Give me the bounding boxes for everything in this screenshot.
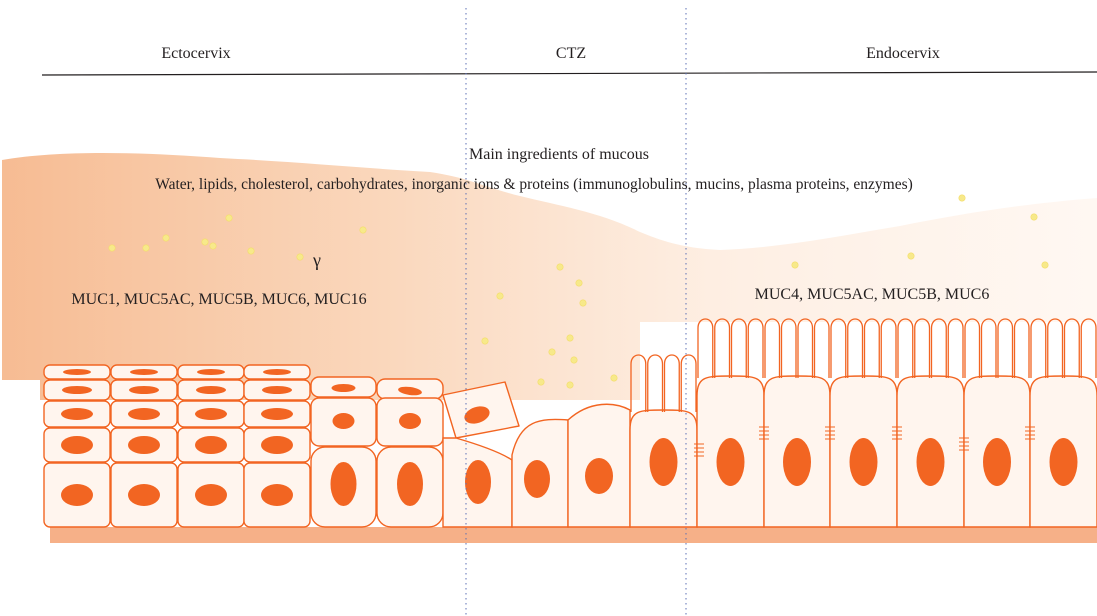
nucleus [128,408,160,420]
nucleus [197,369,225,375]
nucleus [62,386,92,394]
cilium [865,319,880,378]
nucleus [130,369,158,375]
nucleus [399,413,421,429]
cilium [1031,319,1046,378]
cilium [1081,319,1096,378]
nucleus [717,438,745,486]
cilium [715,319,730,378]
mucus-particle [611,375,617,381]
cilium [932,319,947,378]
cilium [1015,319,1030,378]
mucus-particle [482,338,488,344]
mucus-particle [1042,262,1048,268]
mucus-particle [297,254,303,260]
mucus-ingredients: Water, lipids, cholesterol, carbohydrate… [155,175,913,195]
ectocervix-label: Ectocervix [161,44,230,64]
cilium [915,319,930,378]
mucus-particle [109,245,115,251]
basement-membrane [50,527,1097,543]
nucleus [332,384,356,392]
nucleus [263,369,291,375]
cilium [681,355,696,412]
nucleus [128,436,160,454]
mucus-particle [538,379,544,385]
nucleus [61,436,93,454]
nucleus [917,438,945,486]
nucleus [585,458,613,494]
nucleus [397,462,423,506]
nucleus [195,484,227,506]
mucus-title: Main ingredients of mucous [469,145,649,165]
cilium [965,319,980,378]
nucleus [331,462,357,506]
mucus-particle [580,300,586,306]
endocervix-label: Endocervix [866,44,940,64]
mucus-particle [202,239,208,245]
mucus-particle [1031,214,1037,220]
cilium [815,319,830,378]
nucleus [261,484,293,506]
nucleus [61,408,93,420]
mucus-particle [908,253,914,259]
cilium [948,319,963,378]
nucleus [783,438,811,486]
mucus-particle [497,293,503,299]
cilium [665,355,680,412]
cilium [881,319,896,378]
cilium [898,319,913,378]
ctz-label: CTZ [556,44,586,64]
nucleus [650,438,678,486]
nucleus [850,438,878,486]
gamma-symbol: γ [313,250,321,270]
region-header-line [42,72,1097,75]
nucleus [195,436,227,454]
cilium [1048,319,1063,378]
cilium [798,319,813,378]
nucleus [524,460,550,498]
nucleus [465,460,491,504]
mucus-particle [226,215,232,221]
mucus-particle [557,264,563,270]
endocervix-mucins: MUC4, MUC5AC, MUC5B, MUC6 [755,285,990,305]
nucleus [261,436,293,454]
nucleus [195,408,227,420]
cilium [765,319,780,378]
cilium [1065,319,1080,378]
nucleus [63,369,91,375]
mucus-particle [567,335,573,341]
cilium [648,355,663,412]
mucus-particle [549,349,555,355]
nucleus [1050,438,1078,486]
cilium [698,319,713,378]
mucus-particle [163,235,169,241]
nucleus [262,386,292,394]
mucus-particle [360,227,366,233]
mucus-particle [571,357,577,363]
nucleus [196,386,226,394]
nucleus [129,386,159,394]
nucleus [983,438,1011,486]
cilium [782,319,797,378]
nucleus [61,484,93,506]
ectocervix-mucins: MUC1, MUC5AC, MUC5B, MUC6, MUC16 [69,287,369,313]
mucus-particle [792,262,798,268]
mucus-particle [567,382,573,388]
cilium [748,319,763,378]
cilium [848,319,863,378]
mucus-particle [959,195,965,201]
mucus-particle [143,245,149,251]
cilium [831,319,846,378]
cilium [998,319,1013,378]
mucus-particle [576,280,582,286]
nucleus [261,408,293,420]
mucus-particle [248,248,254,254]
nucleus [333,413,355,429]
cilium [732,319,747,378]
cilium [982,319,997,378]
mucus-particle [210,243,216,249]
nucleus [128,484,160,506]
